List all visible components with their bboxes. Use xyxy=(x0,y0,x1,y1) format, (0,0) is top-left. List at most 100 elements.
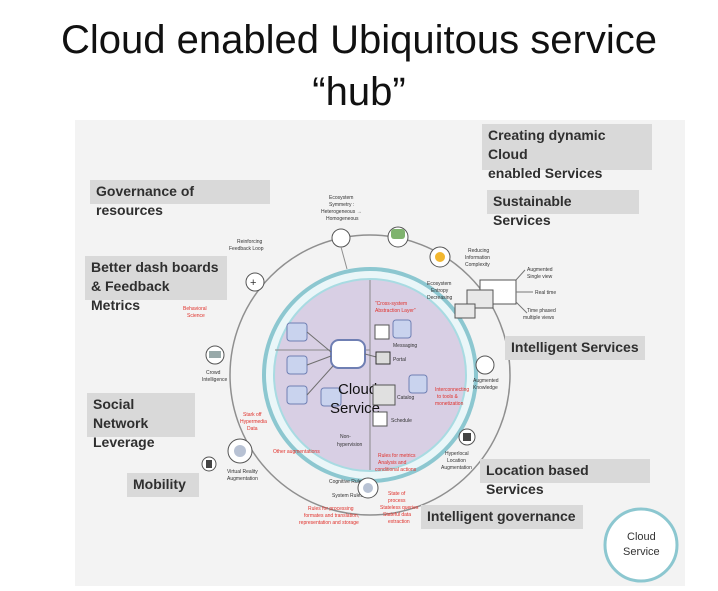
connector xyxy=(306,355,332,366)
connector xyxy=(515,269,526,281)
callout-mobility-text: Mobility xyxy=(133,476,186,492)
rules-metrics-label-1: Rules for metrics xyxy=(378,453,416,459)
service-icon-2 xyxy=(286,355,308,375)
stark-label-1: Stark off xyxy=(243,412,262,418)
service-icon-1 xyxy=(286,322,308,342)
state-label-1: State of xyxy=(388,491,406,497)
hub-center-label-2: Service xyxy=(330,400,380,417)
callout-social-line1: Social Network xyxy=(93,396,149,431)
callout-social-line2: Leverage xyxy=(93,434,155,450)
cross-system-label-1: “Cross-system xyxy=(375,301,407,307)
behavioral-label-2: Science xyxy=(187,313,205,319)
stark-label-3: Data xyxy=(247,426,258,432)
ecosystem-symmetry-label-2: Symmetry : xyxy=(329,202,354,208)
crowd-label-2: Intelligence xyxy=(202,377,228,383)
connector xyxy=(515,301,528,314)
time-phased-label-1: Time phased xyxy=(527,308,556,314)
messaging-label: Messaging xyxy=(393,343,417,349)
entropy-label-3: Decreasing xyxy=(427,295,453,301)
phone-icon xyxy=(206,460,212,468)
cloud-icon xyxy=(330,339,366,369)
reducing-label-3: Complexity xyxy=(465,262,490,268)
augmented-knowledge-node xyxy=(475,355,495,375)
augmented-view-label-2: Single view xyxy=(527,274,553,280)
time-phased-label-2: multiple views xyxy=(523,315,555,321)
rules-metrics-label-3: conditional actions xyxy=(375,467,417,473)
real-time-label: Real time xyxy=(535,290,556,296)
stark-label-2: Hypermedia xyxy=(240,419,267,425)
hyperlocal-label-1: Hyperlocal xyxy=(445,451,469,457)
other-aug-label: Other augmentations xyxy=(273,449,320,455)
tree-icon xyxy=(391,229,405,239)
catalog-label: Catalog xyxy=(397,395,414,401)
hyperlocal-label-3: Augmentation xyxy=(441,465,472,471)
reinforcing-label-2: Feedback Loop xyxy=(229,246,264,252)
reducing-label-2: Information xyxy=(465,255,490,261)
hyperlocal-label-2: Location xyxy=(447,458,466,464)
hub-diagram: Cloud Service Non- hypervision “Cross-sy… xyxy=(75,120,685,586)
cloud-service-badge xyxy=(603,507,679,583)
state-label-3: Stateless queries xyxy=(380,505,419,511)
interconnecting-label-2: to tools & xyxy=(437,394,459,400)
location-icon xyxy=(463,433,471,441)
callout-governance-text: Governance of resources xyxy=(96,183,195,218)
ecosystem-symmetry-label-3: Heterogeneous → xyxy=(321,209,362,215)
page-title-line1: Cloud enabled Ubiquitous service xyxy=(61,18,657,62)
interconnecting-label-3: monetization xyxy=(435,401,464,407)
badge-label-2: Service xyxy=(623,546,660,558)
callout-creating-dynamic-line2: enabled Services xyxy=(488,165,603,181)
callout-creating-dynamic: Creating dynamic Cloud enabled Services xyxy=(482,124,652,181)
callout-dashboards-line1: Better dash boards xyxy=(91,259,219,275)
entropy-label-1: Ecosystem xyxy=(427,281,451,287)
gear-icon xyxy=(363,483,373,493)
catalog-icon xyxy=(372,384,396,406)
vr-label-2: Augmentation xyxy=(227,476,258,482)
service-icon-4 xyxy=(320,387,342,407)
portal-icon xyxy=(375,351,391,365)
callout-location-text: Location based Services xyxy=(486,462,589,497)
entropy-label-2: Entropy xyxy=(431,288,449,294)
vr-label-1: Virtual Reality xyxy=(227,469,258,475)
messaging-icon xyxy=(374,324,390,340)
callout-intelligent-services-text: Intelligent Services xyxy=(511,339,639,355)
catalog-service-icon xyxy=(408,374,428,394)
interconnecting-label-1: Interconnecting xyxy=(435,387,469,393)
callout-intelligent-services: Intelligent Services xyxy=(505,336,645,360)
cognitive-label: Cognitive Rules xyxy=(329,479,365,485)
network-icon xyxy=(234,445,246,457)
ecosystem-symmetry-node xyxy=(331,228,351,248)
augmented-knowledge-label-2: Knowledge xyxy=(473,385,498,391)
system-rules-label: System Rules xyxy=(332,493,363,499)
rules-processing-label-2: formates and translation, xyxy=(304,513,359,519)
hub-center-label-1: Cloud xyxy=(338,381,377,398)
callout-dashboards: Better dash boards & Feedback Metrics xyxy=(85,256,227,313)
callout-location: Location based Services xyxy=(480,459,650,497)
rules-metrics-label-2: Analysis and xyxy=(378,460,407,466)
spoke xyxy=(340,246,348,270)
connector xyxy=(306,331,332,353)
callout-mobility: Mobility xyxy=(127,473,199,497)
non-hyperv-label-1: Non- xyxy=(340,434,351,440)
schedule-icon xyxy=(372,411,388,427)
sun-icon xyxy=(435,252,445,262)
messaging-service-icon xyxy=(392,319,412,339)
behavioral-label-1: Behavioral xyxy=(183,306,207,312)
screen-icon-3 xyxy=(454,303,476,319)
augmented-view-label-1: Augmented xyxy=(527,267,553,273)
crowd-label-1: Crowd xyxy=(206,370,221,376)
outer-ring xyxy=(229,234,511,516)
callout-social-network: Social Network Leverage xyxy=(87,393,195,450)
schedule-label: Schedule xyxy=(391,418,412,424)
callout-governance: Governance of resources xyxy=(90,180,270,218)
callout-creating-dynamic-line1: Creating dynamic Cloud xyxy=(488,127,606,162)
state-label-2: process xyxy=(388,498,406,504)
state-label-4: Stateful data xyxy=(383,512,411,518)
state-label-5: extraction xyxy=(388,519,410,525)
portal-label: Portal xyxy=(393,357,406,363)
callout-sustainable-text: Sustainable Services xyxy=(493,193,572,228)
connector xyxy=(306,365,334,396)
augmented-knowledge-label-1: Augmented xyxy=(473,378,499,384)
reducing-label-1: Reducing xyxy=(468,248,489,254)
badge-label-1: Cloud xyxy=(627,531,656,543)
callout-intelligent-governance-text: Intelligent governance xyxy=(427,508,576,524)
